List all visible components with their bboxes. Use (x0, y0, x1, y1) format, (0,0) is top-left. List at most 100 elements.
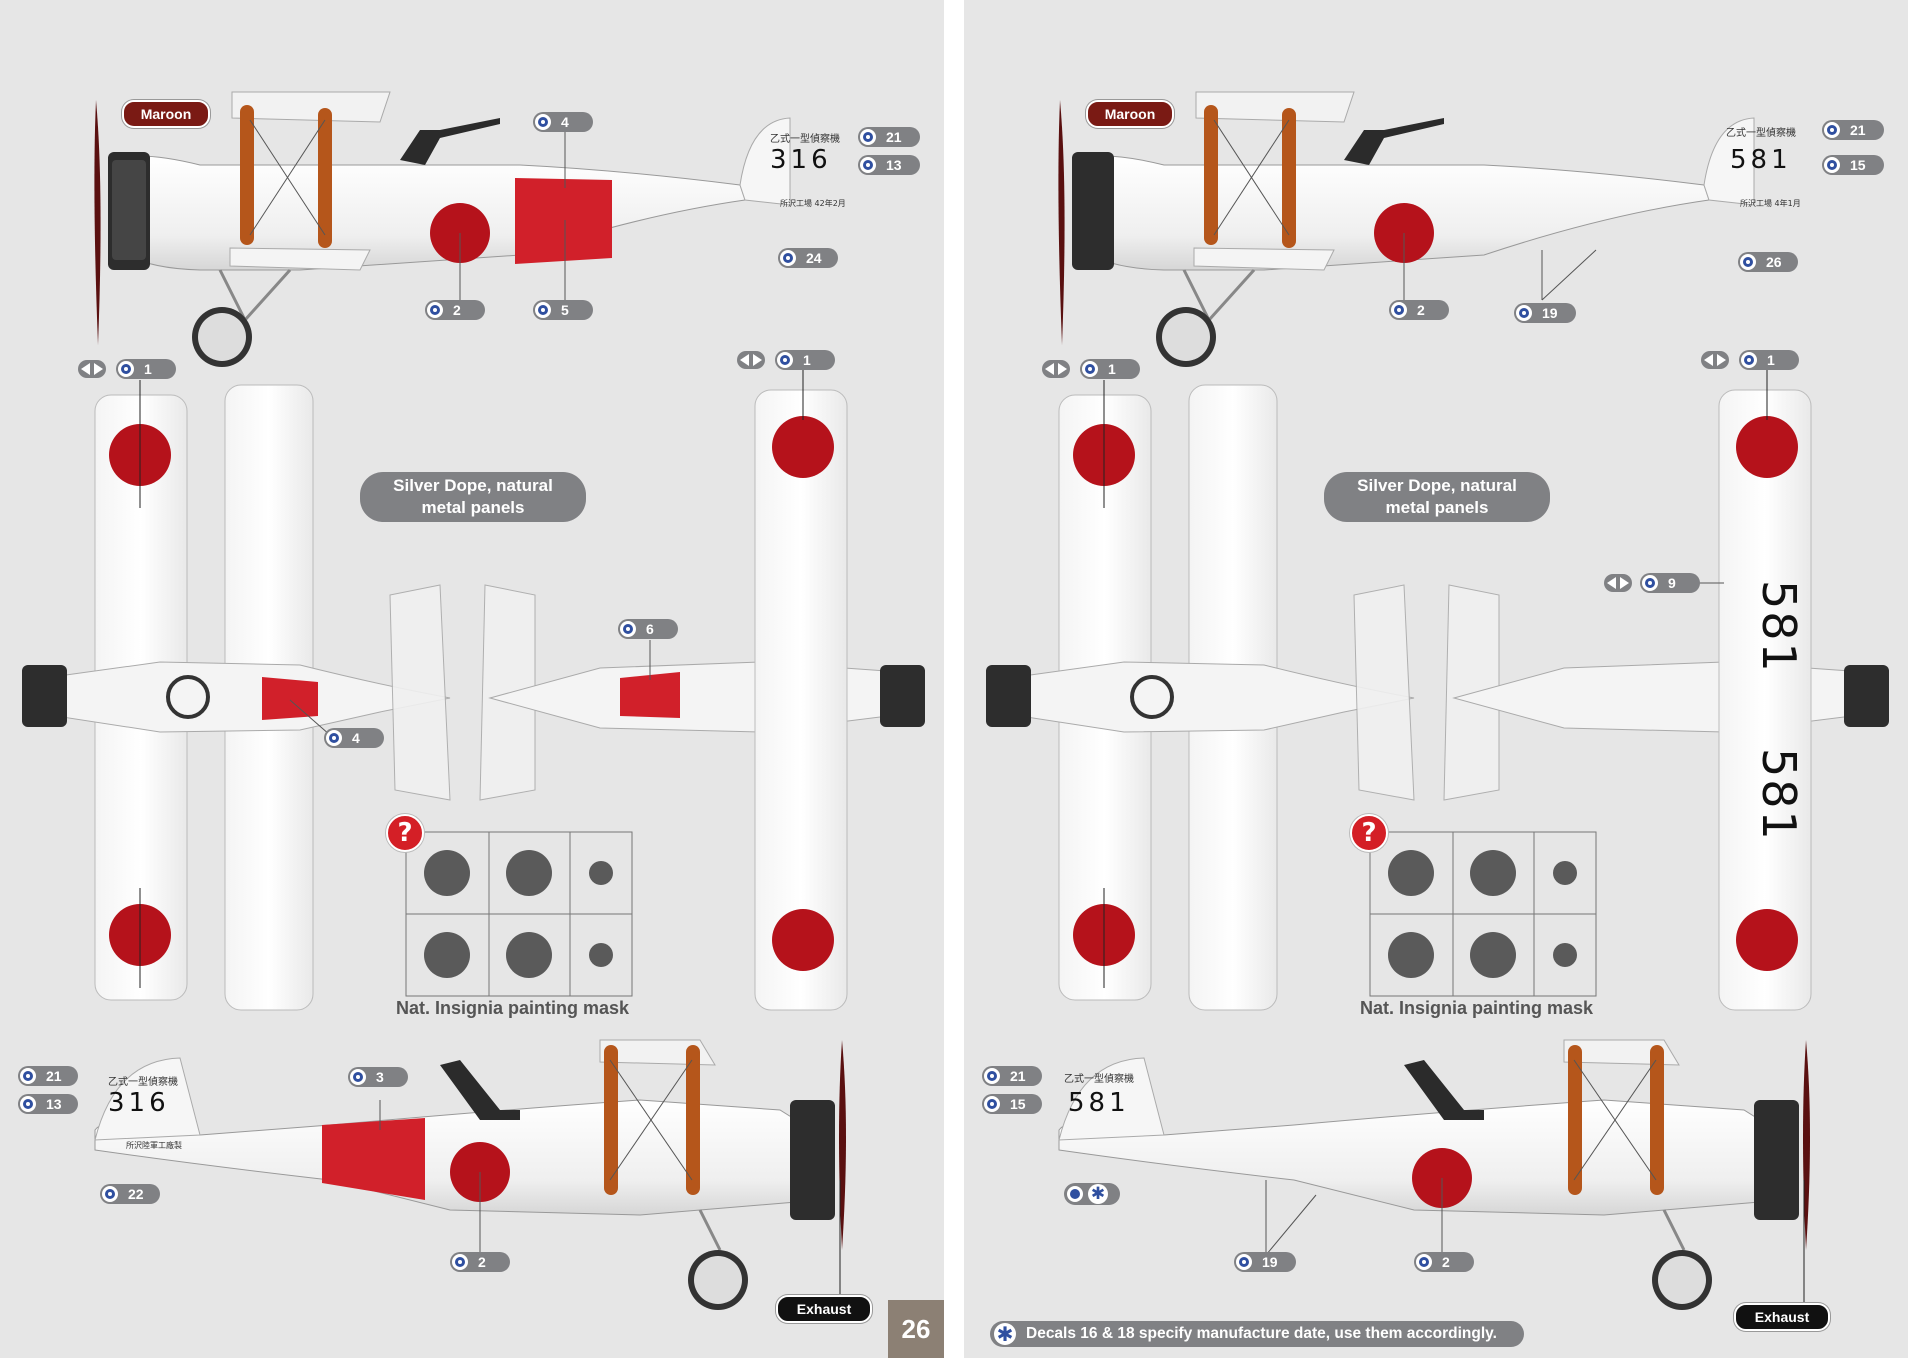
mask-caption: Nat. Insignia painting mask (1360, 998, 1594, 1018)
decal-icon (535, 302, 551, 318)
callout-num: 4 (561, 114, 569, 130)
callout-num: 13 (886, 157, 902, 173)
callout-num: 24 (806, 250, 822, 266)
callout-num: 1 (1108, 361, 1116, 377)
callout-num: 19 (1262, 1254, 1278, 1270)
decal-icon (20, 1068, 36, 1084)
callout-1-right: 1 (1739, 350, 1799, 370)
callout-9: 9 (1640, 573, 1700, 593)
callout-6: 6 (618, 619, 678, 639)
callout-21-bottom: 21 (18, 1066, 78, 1086)
callout-13: 13 (858, 155, 920, 175)
callout-num: 1 (144, 361, 152, 377)
bottom-side-profile (94, 1039, 846, 1310)
decal-icon (1741, 352, 1757, 368)
decal-icon (1740, 254, 1756, 270)
callout-24: 24 (778, 248, 838, 268)
question-icon: ? (386, 814, 424, 852)
callout-3: 3 (348, 1067, 408, 1087)
decal-icon (1416, 1254, 1432, 1270)
callout-num: 1 (803, 352, 811, 368)
silver-dope-note: Silver Dope, natural metal panels (1324, 472, 1550, 522)
decal-icon (1236, 1254, 1252, 1270)
callout-26: 26 (1738, 252, 1798, 272)
callout-star: ✱ (1064, 1183, 1120, 1205)
right-aircraft-art (986, 91, 1889, 1310)
decal-icon (1082, 361, 1098, 377)
callout-num: 19 (1542, 305, 1558, 321)
decal-icon (1642, 575, 1658, 591)
flip-icon (1042, 360, 1070, 378)
decal-icon (535, 114, 551, 130)
maroon-tag: Maroon (1086, 100, 1174, 128)
note-line: metal panels (421, 498, 525, 517)
tail-type-text: 乙式一型偵察機 (770, 134, 840, 145)
callout-num: 15 (1850, 157, 1866, 173)
insignia-mask-grid (405, 831, 633, 997)
footnote: ✱ Decals 16 & 18 specify manufacture dat… (990, 1321, 1524, 1347)
mask-caption: Nat. Insignia painting mask (396, 998, 630, 1018)
asterisk-icon: ✱ (994, 1323, 1016, 1345)
callout-1-left: 1 (116, 359, 176, 379)
note-line: metal panels (1385, 498, 1489, 517)
page-number: 26 (888, 1300, 944, 1358)
callout-num: 15 (1010, 1096, 1026, 1112)
decal-icon (860, 129, 876, 145)
decal-icon (1067, 1186, 1083, 1202)
callout-19-bottom: 19 (1234, 1252, 1296, 1272)
silver-dope-note: Silver Dope, natural metal panels (360, 472, 586, 522)
decal-icon (984, 1096, 1000, 1112)
flip-icon (737, 351, 765, 369)
manufacture-text: 所沢工場 42年2月 (780, 199, 846, 208)
right-page: Maroon 乙式一型偵察機 581 所沢工場 4年1月 21 15 26 2 … (964, 0, 1908, 1358)
callout-num: 21 (1010, 1068, 1026, 1084)
left-aircraft-art (22, 91, 925, 1310)
callout-15: 15 (1822, 155, 1884, 175)
callout-num: 5 (561, 302, 569, 318)
decal-icon (1391, 302, 1407, 318)
tail-type-text: 乙式一型偵察機 (1064, 1074, 1134, 1085)
left-page: Maroon 乙式一型偵察機 316 所沢工場 42年2月 4 21 13 24… (0, 0, 944, 1358)
note-line: Silver Dope, natural (393, 476, 553, 495)
callout-num: 9 (1668, 575, 1676, 591)
bottom-side-profile (1058, 1039, 1810, 1310)
asterisk-icon: ✱ (1088, 1184, 1108, 1204)
exhaust-tag: Exhaust (1734, 1303, 1830, 1331)
callout-21: 21 (1822, 120, 1884, 140)
callout-2: 2 (1389, 300, 1449, 320)
decal-icon (20, 1096, 36, 1112)
callout-num: 22 (128, 1186, 144, 1202)
exhaust-tag: Exhaust (776, 1295, 872, 1323)
flip-icon (1701, 351, 1729, 369)
manufacture-text: 所沢陸軍工廠製 (126, 1141, 182, 1150)
callout-2-bottom: 2 (450, 1252, 510, 1272)
flip-icon (1604, 574, 1632, 592)
callout-21: 21 (858, 127, 920, 147)
callout-15-bottom: 15 (982, 1094, 1042, 1114)
top-side-profile (94, 91, 791, 367)
tail-type-text: 乙式一型偵察機 (1726, 128, 1796, 139)
insignia-mask-grid (1369, 831, 1597, 997)
callout-num: 1 (1767, 352, 1775, 368)
decal-icon (350, 1069, 366, 1085)
callout-2: 2 (425, 300, 485, 320)
decal-icon (1516, 305, 1532, 321)
callout-2-bottom: 2 (1414, 1252, 1474, 1272)
decal-icon (984, 1068, 1000, 1084)
decal-icon (780, 250, 796, 266)
tail-serial: 316 (770, 145, 832, 175)
callout-num: 6 (646, 621, 654, 637)
decal-icon (620, 621, 636, 637)
decal-icon (860, 157, 876, 173)
plan-views (986, 370, 1889, 1011)
callout-22: 22 (100, 1184, 160, 1204)
decal-icon (777, 352, 793, 368)
decal-icon (118, 361, 134, 377)
tail-serial: 316 (108, 1088, 170, 1118)
callout-1-left: 1 (1080, 359, 1140, 379)
question-icon: ? (1350, 814, 1388, 852)
tail-serial: 581 (1068, 1088, 1130, 1118)
callout-num: 2 (478, 1254, 486, 1270)
callout-num: 2 (453, 302, 461, 318)
callout-num: 26 (1766, 254, 1782, 270)
